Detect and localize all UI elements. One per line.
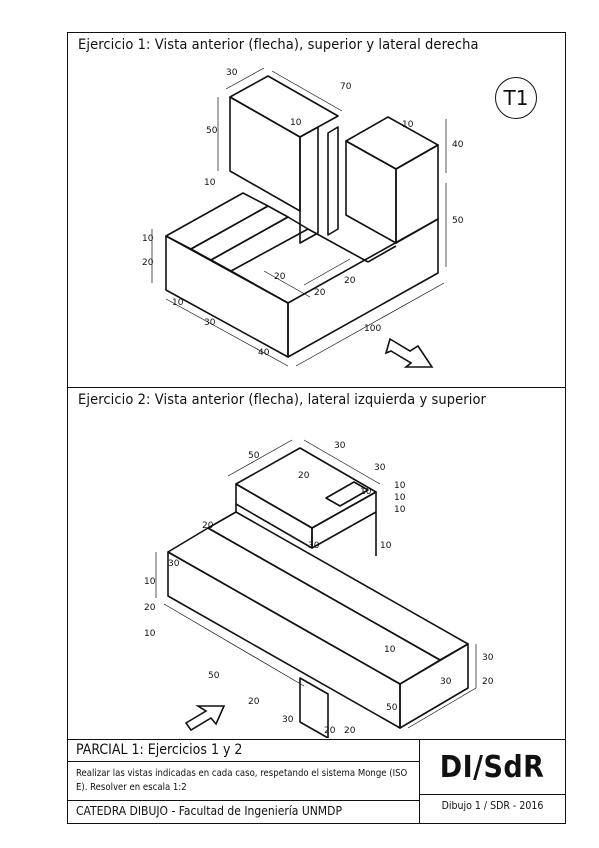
title-block-left: PARCIAL 1: Ejercicios 1 y 2 Realizar las… [68,740,420,823]
edge-line [230,270,289,304]
dim-text: 50 [206,126,218,136]
step-top-1 [165,192,269,250]
dim-text: 30 [374,463,386,473]
sheet-number: Dibujo 1 / SDR - 2016 [441,800,544,812]
exercise-1-dimension-lines [151,67,447,367]
dim-text: 50 [248,451,260,461]
dim-text: 20 [248,697,260,707]
dim-text: 30 [482,653,494,663]
notch [325,481,369,507]
dim-text: 30 [334,441,346,451]
exercise-1-panel: Ejercicio 1: Vista anterior (flecha), su… [68,33,565,388]
dim-text: 20 [144,603,156,613]
step-top-3 [210,216,309,272]
dim-text: 100 [364,324,381,334]
exercise-2-title: Ejercicio 2: Vista anterior (flecha), la… [78,392,487,408]
logo-cell: DI/SdR [420,740,565,795]
exercise-1-object [165,75,439,358]
dim-text: 20 [482,677,494,687]
dim-text: 10 [402,120,414,130]
dim-text: 10 [394,481,406,491]
dim-text: 20 [344,276,356,286]
upper-block-left [235,483,313,549]
dim-text: 10 [384,645,396,655]
sheet-badge: T1 [495,77,537,119]
exercise-1-drawing: 30 70 50 10 10 40 10 50 10 20 20 20 20 1… [142,67,464,368]
view-direction-arrow-2 [184,705,226,732]
exercise-2-panel: Ejercicio 2: Vista anterior (flecha), la… [68,388,565,740]
dim-text: 20 [274,272,286,282]
exam-title: PARCIAL 1: Ejercicios 1 y 2 [76,742,243,758]
dim-text: 20 [142,258,154,268]
dim-text: 40 [258,348,270,358]
leg [299,677,329,738]
right-block-left [345,140,397,244]
dim-text: 50 [386,703,398,713]
dim-text: 30 [282,715,294,725]
exercise-2-dimension-texts: 50 30 20 30 10 10 10 10 20 30 10 30 10 2… [144,441,494,736]
dim-text: 20 [314,288,326,298]
dim-text: 10 [144,577,156,587]
logo: DI/SdR [440,749,545,785]
instructions-row: Realizar las vistas indicadas en cada ca… [68,762,419,801]
dim-text: 20 [324,726,336,736]
dim-text: 10 [394,493,406,503]
exercise-1-title: Ejercicio 1: Vista anterior (flecha), su… [78,37,479,53]
dim-text: 50 [208,671,220,681]
right-block-front [395,144,439,244]
exercise-2-drawing: 50 30 20 30 10 10 10 10 20 30 10 30 10 2… [144,439,494,738]
dim-text: 10 [144,629,156,639]
view-direction-arrow-1 [384,337,434,368]
slot-face [299,126,319,244]
base-front-right [287,218,439,358]
exercise-2-dimension-lines [155,439,477,729]
dim-text: 40 [452,140,464,150]
exercise-2-object [167,447,469,738]
dim-text: 30 [308,541,320,551]
dim-text: 10 [394,505,406,515]
dim-text: 10 [290,118,302,128]
dim-text: 10 [360,487,372,497]
title-block: PARCIAL 1: Ejercicios 1 y 2 Realizar las… [68,740,565,823]
drawing-sheet: Ejercicio 1: Vista anterior (flecha), su… [67,32,566,824]
upper-block-front [311,491,377,549]
catedra-row: CATEDRA DIBUJO - Facultad de Ingeniería … [68,801,419,823]
dim-text: 10 [172,298,184,308]
dim-text: 20 [202,521,214,531]
right-block-top [345,116,439,170]
exercise-1-dimension-texts: 30 70 50 10 10 40 10 50 10 20 20 20 20 1… [142,68,464,358]
dim-text: 10 [204,178,216,188]
dim-text: 70 [340,82,352,92]
dim-text: 20 [298,471,310,481]
instructions-text: Realizar las vistas indicadas en cada ca… [76,768,408,793]
base-front-left [165,235,289,358]
dim-text: 30 [168,559,180,569]
dim-text: 10 [380,541,392,551]
dim-text: 10 [142,234,154,244]
dim-text: 30 [440,677,452,687]
dim-text: 30 [226,68,238,78]
title-block-right: DI/SdR Dibujo 1 / SDR - 2016 [420,740,565,823]
lower-slab-front [167,551,401,729]
dim-text: 30 [204,318,216,328]
catedra-text: CATEDRA DIBUJO - Facultad de Ingeniería … [76,804,342,818]
slot-inner [327,126,339,236]
edge-line [307,228,369,263]
dim-text: 50 [452,216,464,226]
title-row: PARCIAL 1: Ejercicios 1 y 2 [68,740,419,762]
edge-line [367,245,397,263]
lower-slab-right [399,643,469,729]
dim-text: 20 [344,726,356,736]
